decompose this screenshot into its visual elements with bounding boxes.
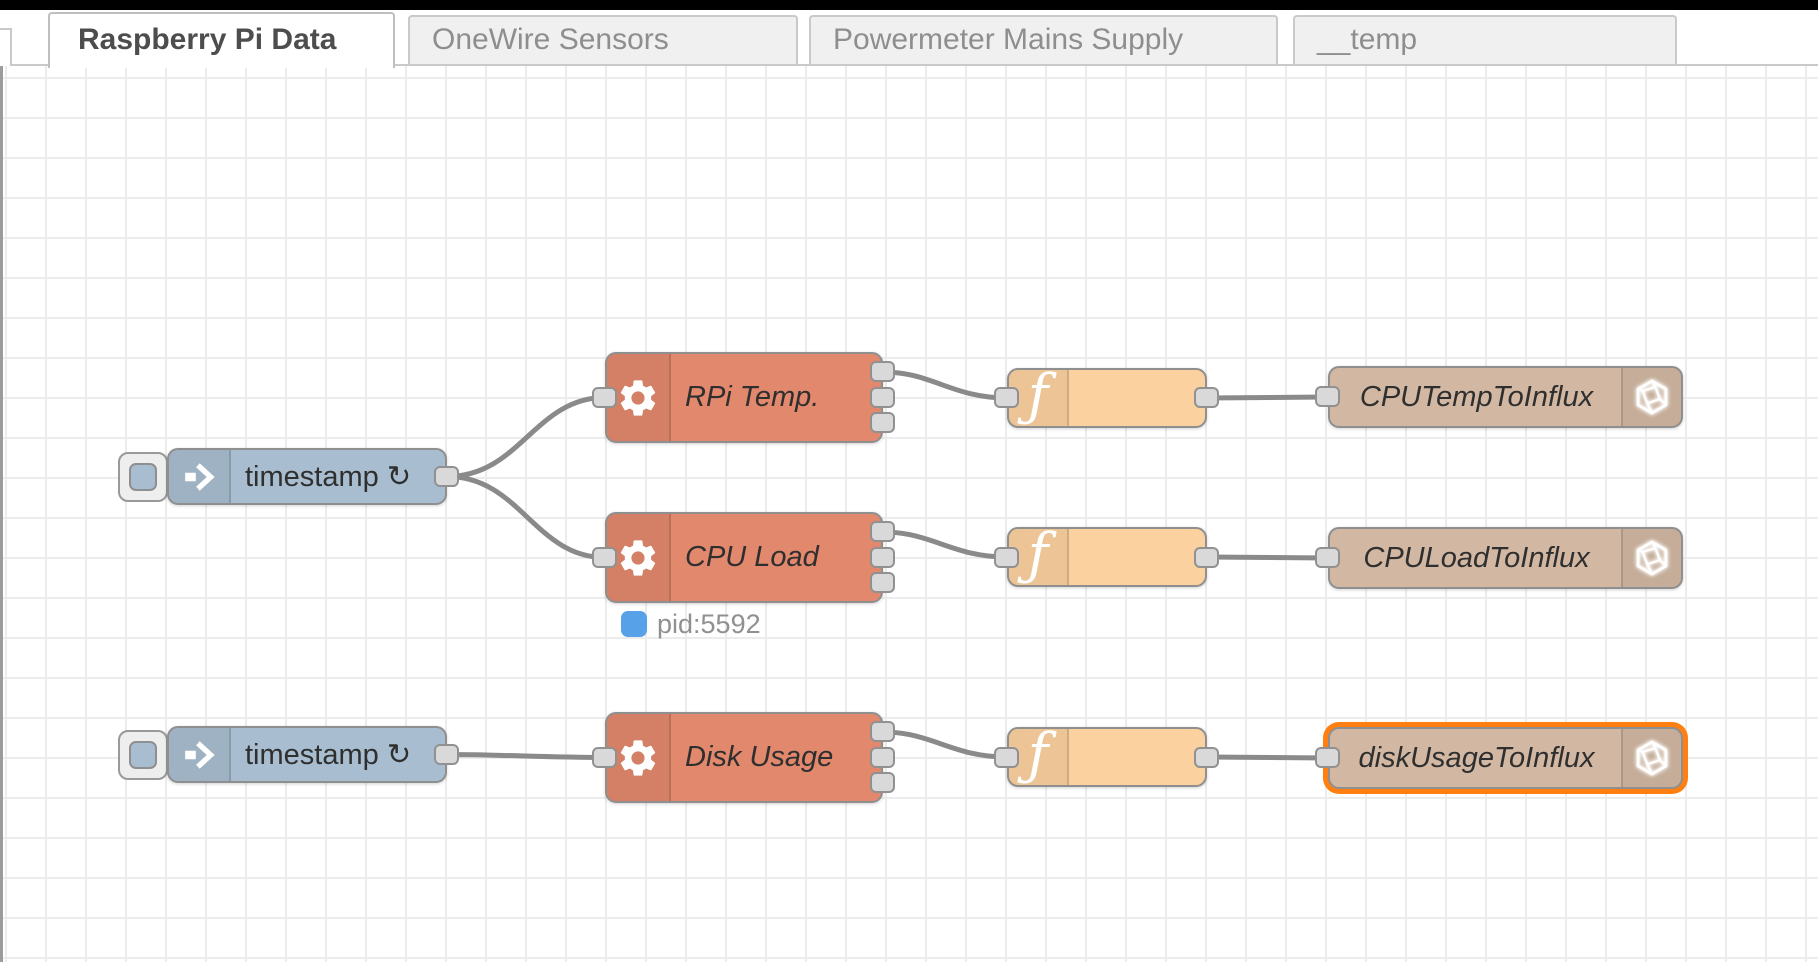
influxdb-icon (1621, 368, 1681, 426)
node-function-1[interactable]: ƒ (1007, 368, 1207, 428)
port-out-function-1[interactable] (1194, 387, 1219, 408)
inject-button[interactable] (118, 730, 168, 780)
node-influxdb-cpu-load[interactable]: CPULoadToInflux (1328, 527, 1683, 589)
wire[interactable] (880, 369, 1010, 401)
node-label: CPUTempToInflux (1359, 380, 1594, 413)
tab-label: Raspberry Pi Data (78, 23, 337, 56)
port-in-influxdb-cpu-temp[interactable] (1315, 386, 1340, 407)
wire[interactable] (880, 729, 1010, 760)
status-text: pid:5592 (657, 608, 761, 639)
wire[interactable] (444, 752, 608, 760)
node-function-3[interactable]: ƒ (1007, 727, 1207, 787)
tab-temp[interactable]: __temp (1293, 15, 1677, 64)
port-out-disk-usage-2[interactable] (870, 747, 895, 768)
node-exec-disk-usage[interactable]: Disk Usage (605, 712, 883, 803)
node-label: CPULoadToInflux (1363, 541, 1590, 574)
port-out-timestamp-1[interactable] (434, 466, 459, 487)
tab-label: OneWire Sensors (432, 23, 669, 56)
port-out-disk-usage-3[interactable] (870, 772, 895, 793)
node-function-2[interactable]: ƒ (1007, 527, 1207, 587)
tab-powermeter-mains-supply[interactable]: Powermeter Mains Supply (809, 15, 1278, 64)
influxdb-icon (1621, 529, 1681, 587)
node-exec-cpu-load[interactable]: CPU Load (605, 512, 883, 603)
port-out-cpu-load-3[interactable] (870, 572, 895, 593)
gear-icon (607, 514, 671, 601)
wire[interactable] (880, 529, 1010, 560)
function-icon: ƒ (1009, 527, 1069, 585)
port-out-rpi-temp-1[interactable] (870, 361, 895, 382)
function-icon: ƒ (1009, 727, 1069, 785)
port-out-rpi-temp-3[interactable] (870, 412, 895, 433)
port-out-function-3[interactable] (1194, 747, 1219, 768)
wire[interactable] (1204, 754, 1331, 761)
inject-button-pad (129, 463, 157, 491)
tab-raspberry-pi-data[interactable]: Raspberry Pi Data (48, 12, 395, 68)
port-in-function-3[interactable] (994, 747, 1019, 768)
node-inject-timestamp-2[interactable]: timestamp ↻ (167, 726, 447, 783)
status-dot (621, 611, 647, 637)
inject-arrow-icon (169, 450, 231, 503)
node-inject-timestamp-1[interactable]: timestamp ↻ (167, 448, 447, 505)
node-exec-rpi-temp[interactable]: RPi Temp. (605, 352, 883, 443)
node-label: diskUsageToInflux (1358, 741, 1595, 774)
inject-button-pad (129, 741, 157, 769)
port-out-function-2[interactable] (1194, 547, 1219, 568)
tab-bar-baseline (0, 64, 1818, 66)
wire[interactable] (1204, 394, 1331, 401)
port-in-influxdb-cpu-load[interactable] (1315, 547, 1340, 568)
node-label: timestamp ↻ (245, 739, 412, 771)
inject-button[interactable] (118, 452, 168, 502)
node-label: RPi Temp. (685, 381, 820, 413)
influxdb-icon (1621, 729, 1681, 787)
tab-bar-left-stub (0, 28, 12, 66)
tab-label: Powermeter Mains Supply (833, 23, 1184, 56)
canvas-left-edge (0, 66, 3, 962)
tab-onewire-sensors[interactable]: OneWire Sensors (408, 15, 798, 64)
port-in-disk-usage[interactable] (592, 747, 617, 768)
node-influxdb-disk-usage[interactable]: diskUsageToInflux (1328, 727, 1683, 789)
tab-label: __temp (1317, 23, 1418, 56)
port-out-cpu-load-2[interactable] (870, 547, 895, 568)
port-in-function-1[interactable] (994, 387, 1019, 408)
gear-icon (607, 354, 671, 441)
port-in-function-2[interactable] (994, 547, 1019, 568)
port-out-rpi-temp-2[interactable] (870, 387, 895, 408)
node-label: CPU Load (685, 541, 819, 573)
gear-icon (607, 714, 671, 801)
flow-canvas[interactable] (0, 66, 1818, 962)
port-out-disk-usage-1[interactable] (870, 721, 895, 742)
port-in-cpu-load[interactable] (592, 547, 617, 568)
port-out-cpu-load-1[interactable] (870, 521, 895, 542)
port-in-rpi-temp[interactable] (592, 387, 617, 408)
inject-arrow-icon (169, 728, 231, 781)
wire[interactable] (444, 395, 608, 479)
wire[interactable] (444, 474, 608, 560)
port-out-timestamp-2[interactable] (434, 744, 459, 765)
wire[interactable] (1204, 554, 1331, 561)
function-icon: ƒ (1009, 368, 1069, 426)
port-in-influxdb-disk-usage[interactable] (1315, 747, 1340, 768)
node-label: Disk Usage (685, 741, 834, 773)
top-bar (0, 0, 1818, 10)
node-label: timestamp ↻ (245, 461, 412, 493)
node-influxdb-cpu-temp[interactable]: CPUTempToInflux (1328, 366, 1683, 428)
